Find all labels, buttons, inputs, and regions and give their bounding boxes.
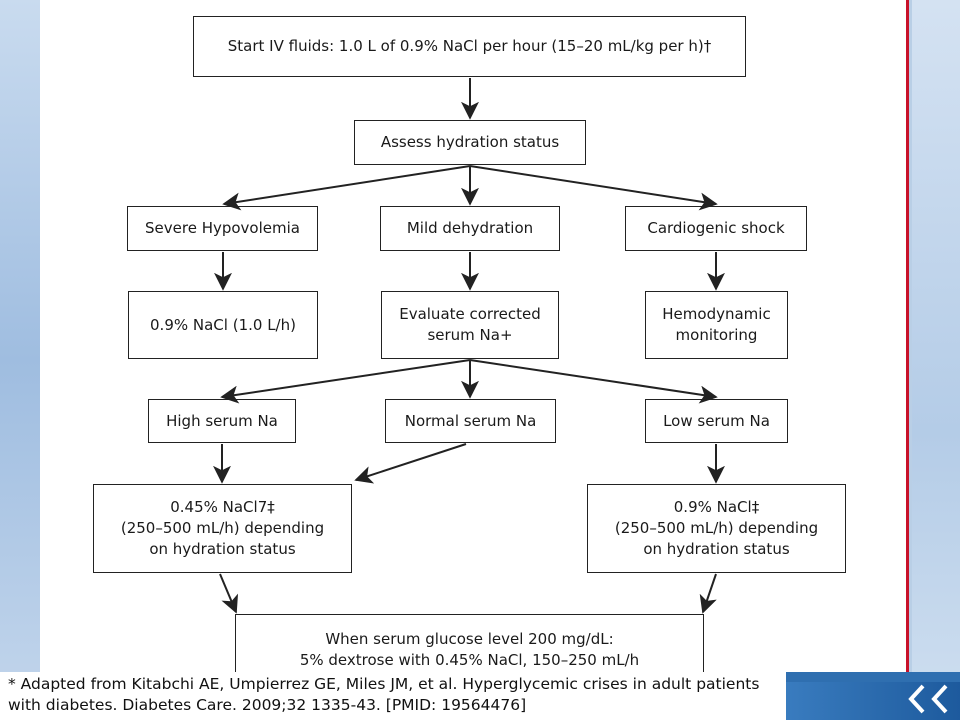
footnote-panel [0, 672, 786, 720]
box-normal-serum-na: Normal serum Na [385, 399, 556, 443]
box-assess-hydration: Assess hydration status [354, 120, 586, 165]
double-chevron-left-icon[interactable] [928, 684, 950, 714]
background-right-panel [912, 0, 960, 720]
background-left-panel [0, 0, 40, 720]
box-evaluate-sodium: Evaluate corrected serum Na+ [381, 291, 559, 359]
box-cardiogenic-shock: Cardiogenic shock [625, 206, 807, 251]
box-low-serum-na: Low serum Na [645, 399, 788, 443]
box-half-normal-saline: 0.45% NaCl7‡ (250–500 mL/h) depending on… [93, 484, 352, 573]
box-hemodynamic-monitoring: Hemodynamic monitoring [645, 291, 788, 359]
footnote-line-2: with diabetes. Diabetes Care. 2009;32 13… [8, 696, 527, 714]
box-mild-dehydration: Mild dehydration [380, 206, 560, 251]
box-dextrose-glucose: When serum glucose level 200 mg/dL: 5% d… [235, 614, 704, 686]
footnote-line-1: * Adapted from Kitabchi AE, Umpierrez GE… [8, 675, 760, 693]
red-vertical-rule [906, 0, 909, 672]
chevron-left-icon[interactable] [905, 684, 927, 714]
box-nacl-1l: 0.9% NaCl (1.0 L/h) [128, 291, 318, 359]
box-normal-saline: 0.9% NaCl‡ (250–500 mL/h) depending on h… [587, 484, 846, 573]
box-severe-hypovolemia: Severe Hypovolemia [127, 206, 318, 251]
footnote-text: * Adapted from Kitabchi AE, Umpierrez GE… [8, 674, 784, 716]
box-high-serum-na: High serum Na [148, 399, 296, 443]
box-start-iv-fluids: Start IV fluids: 1.0 L of 0.9% NaCl per … [193, 16, 746, 77]
